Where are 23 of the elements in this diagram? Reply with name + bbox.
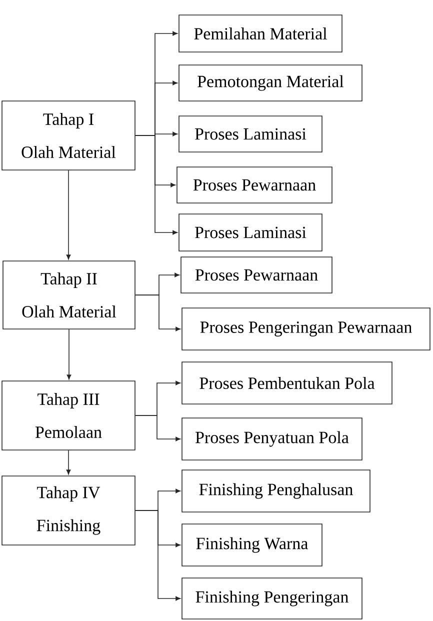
process-box: Pemotongan Material bbox=[178, 64, 362, 102]
process-box: Pemilahan Material bbox=[178, 14, 342, 52]
process-box: Finishing Penghalusan bbox=[182, 470, 370, 512]
process-box: Proses Pewarnaan bbox=[176, 166, 332, 204]
process-box: Proses Laminasi bbox=[178, 116, 322, 152]
stage-box: Tahap I Olah Material bbox=[2, 100, 136, 170]
stage-box: Tahap II Olah Material bbox=[2, 260, 136, 330]
arrow bbox=[66, 450, 71, 474]
arrow bbox=[66, 329, 72, 380]
process-box: Finishing Pengeringan bbox=[182, 578, 362, 620]
process-box: Proses Penyatuan Pola bbox=[182, 418, 362, 460]
stage-box: Tahap III Pemolaan bbox=[2, 380, 136, 450]
arrow bbox=[135, 510, 180, 601]
arrow bbox=[135, 135, 178, 235]
process-box: Finishing Warna bbox=[182, 524, 322, 566]
process-box: Proses Pengeringan Pewarnaan bbox=[182, 308, 430, 350]
arrow bbox=[66, 170, 71, 260]
stage-box: Tahap IV Finishing bbox=[2, 476, 136, 546]
process-box: Proses Pembentukan Pola bbox=[182, 362, 392, 404]
arrow bbox=[135, 294, 180, 332]
process-box: Proses Pewarnaan bbox=[180, 256, 332, 294]
process-box: Proses Laminasi bbox=[178, 214, 322, 252]
arrow bbox=[135, 415, 180, 442]
